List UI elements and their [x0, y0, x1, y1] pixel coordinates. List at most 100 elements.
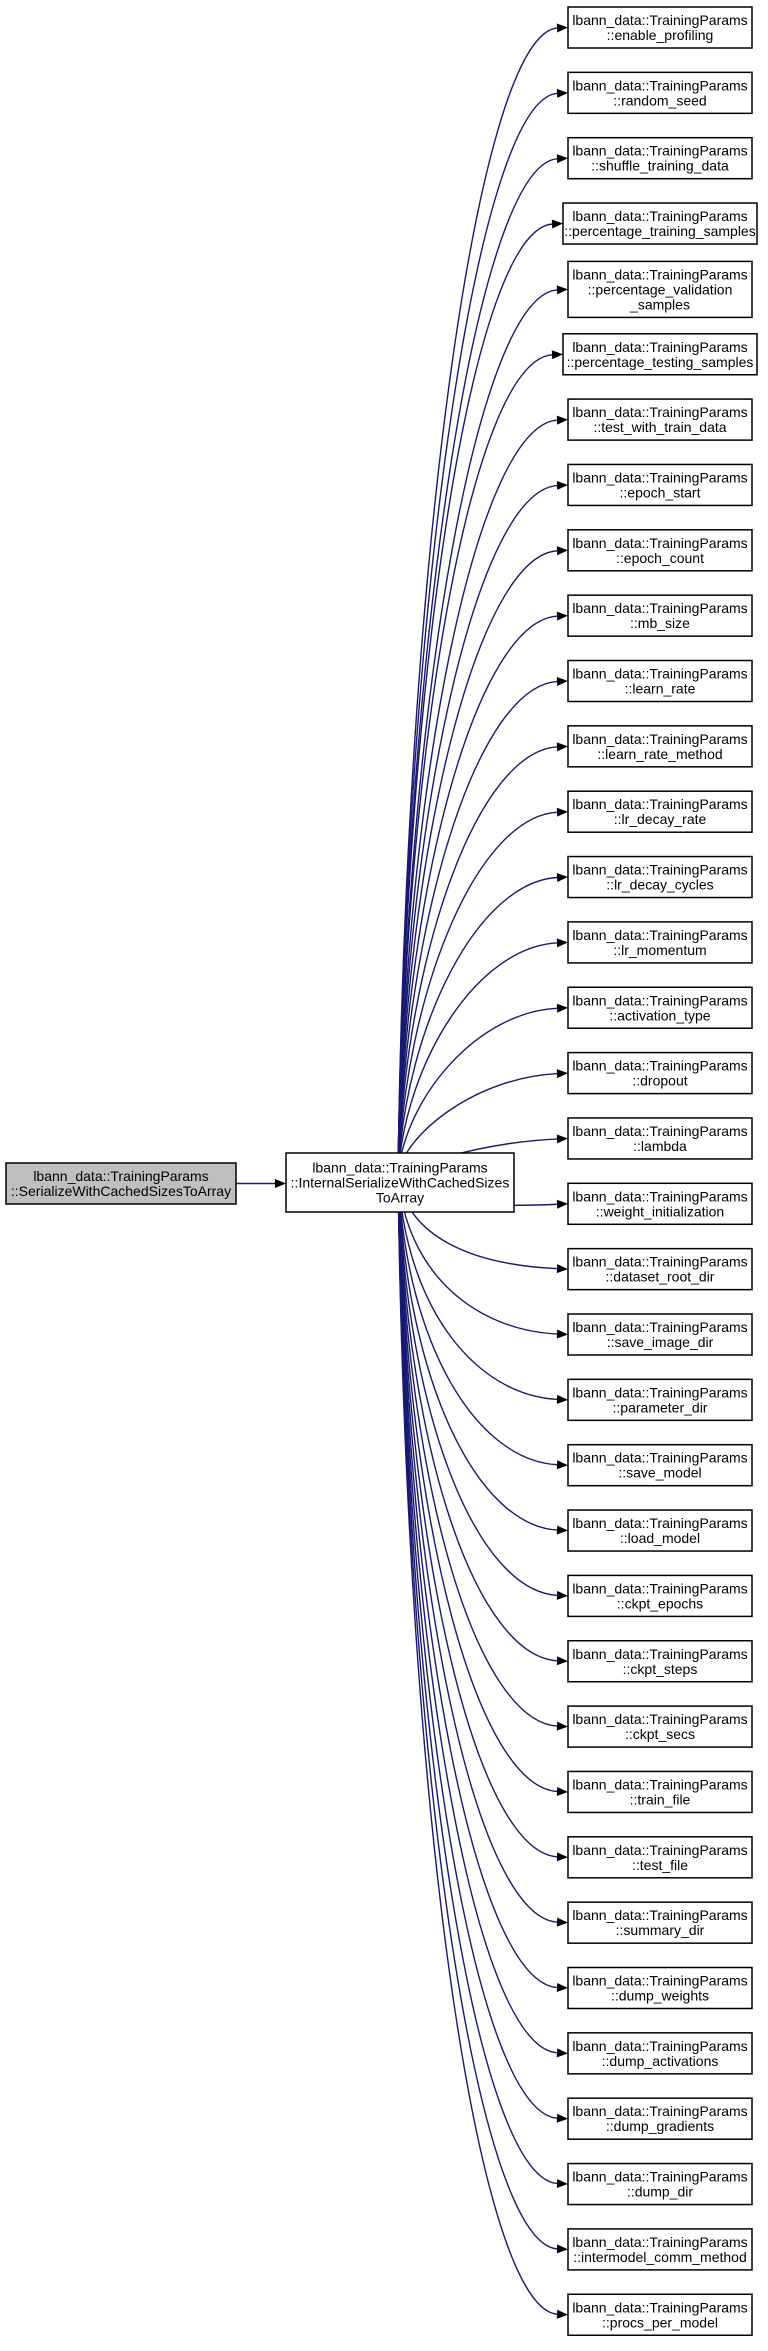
- callee-node-35[interactable]: lbann_data::TrainingParams::intermodel_c…: [567, 2228, 753, 2271]
- callee-node-27-label-line: lbann_data::TrainingParams: [572, 1711, 747, 1727]
- callee-node-12-label-line: ::learn_rate_method: [597, 746, 722, 762]
- callee-node-19[interactable]: lbann_data::TrainingParams::weight_initi…: [567, 1182, 753, 1226]
- callee-node-29-label-line: lbann_data::TrainingParams: [572, 1842, 747, 1858]
- edge-to-callee-36: [397, 1173, 559, 2316]
- edge-to-callee-16-arrowhead: [556, 1003, 568, 1013]
- callee-node-25-box: [567, 1574, 753, 1618]
- edge-to-callee-31-line: [397, 1173, 559, 1989]
- callee-node-5-label-line: _samples: [629, 296, 690, 312]
- callee-node-32[interactable]: lbann_data::TrainingParams::dump_activat…: [567, 2032, 753, 2075]
- edge-to-callee-25: [397, 1173, 559, 1597]
- callee-node-17-label-line: ::dropout: [632, 1073, 687, 1089]
- callee-node-11[interactable]: lbann_data::TrainingParams::learn_rate: [567, 659, 753, 703]
- callee-node-29[interactable]: lbann_data::TrainingParams::test_file: [567, 1836, 753, 1879]
- edge-to-callee-20-arrowhead: [556, 1264, 568, 1274]
- edge-to-callee-28-arrowhead: [556, 1786, 568, 1796]
- callee-node-18[interactable]: lbann_data::TrainingParams::lambda: [567, 1117, 753, 1160]
- function-node-internal-serialize-with-cached-sizes-to-array-label-line: ::InternalSerializeWithCachedSizes: [291, 1175, 510, 1191]
- callee-node-2-box: [567, 71, 753, 115]
- edge-to-callee-13-arrowhead: [556, 807, 568, 817]
- callee-node-6[interactable]: lbann_data::TrainingParams::percentage_t…: [562, 333, 758, 376]
- callee-node-21[interactable]: lbann_data::TrainingParams::save_image_d…: [567, 1313, 753, 1356]
- edge-to-callee-7: [397, 419, 559, 1175]
- callee-node-7[interactable]: lbann_data::TrainingParams::test_with_tr…: [567, 398, 753, 441]
- callee-node-8[interactable]: lbann_data::TrainingParams::epoch_start: [567, 463, 753, 507]
- callee-node-26[interactable]: lbann_data::TrainingParams::ckpt_steps: [567, 1640, 753, 1683]
- edge-to-callee-6-line: [397, 353, 554, 1175]
- callee-node-15-label-line: ::lr_momentum: [613, 942, 706, 958]
- callee-node-24-box: [567, 1509, 753, 1552]
- callee-node-15[interactable]: lbann_data::TrainingParams::lr_momentum: [567, 921, 753, 964]
- edge-to-callee-26-line: [397, 1173, 559, 1662]
- edge-to-callee-8-line: [397, 484, 559, 1175]
- callee-node-33-label-line: lbann_data::TrainingParams: [572, 2103, 747, 2119]
- callee-node-31-box: [567, 1966, 753, 2010]
- edge-to-callee-1-arrowhead: [556, 23, 568, 33]
- callee-node-31[interactable]: lbann_data::TrainingParams::dump_weights: [567, 1966, 753, 2010]
- callee-node-1[interactable]: lbann_data::TrainingParams::enable_profi…: [567, 6, 753, 49]
- callee-node-35-box: [567, 2228, 753, 2271]
- callee-node-7-label-line: lbann_data::TrainingParams: [572, 404, 747, 420]
- callee-node-14-box: [567, 855, 753, 899]
- edge-to-callee-12-line: [397, 746, 559, 1175]
- edge-to-callee-31-arrowhead: [556, 1983, 568, 1993]
- callee-node-4-label-line: lbann_data::TrainingParams: [572, 208, 747, 224]
- callee-node-22[interactable]: lbann_data::TrainingParams::parameter_di…: [567, 1378, 753, 1422]
- edge-to-callee-2: [397, 92, 559, 1175]
- callee-node-13-label-line: lbann_data::TrainingParams: [572, 796, 747, 812]
- callee-node-36-label-line: ::procs_per_model: [602, 2314, 718, 2330]
- callee-node-2[interactable]: lbann_data::TrainingParams::random_seed: [567, 71, 753, 115]
- edge-to-callee-24-line: [397, 1173, 559, 1531]
- edge-to-callee-9-arrowhead: [556, 546, 568, 556]
- callee-node-17[interactable]: lbann_data::TrainingParams::dropout: [567, 1051, 753, 1095]
- callee-node-14[interactable]: lbann_data::TrainingParams::lr_decay_cyc…: [567, 855, 753, 899]
- callee-node-28-label-line: ::train_file: [630, 1791, 691, 1807]
- edge-to-callee-32-line: [397, 1173, 559, 2054]
- caller-node-serialize-with-cached-sizes-to-array[interactable]: lbann_data::TrainingParams::SerializeWit…: [5, 1162, 237, 1205]
- edge-root-to-internal-arrowhead: [275, 1179, 286, 1188]
- callee-node-30[interactable]: lbann_data::TrainingParams::summary_dir: [567, 1901, 753, 1944]
- edge-to-callee-10: [397, 615, 559, 1175]
- edge-to-callee-34-line: [397, 1173, 559, 2185]
- callee-node-10[interactable]: lbann_data::TrainingParams::mb_size: [567, 594, 753, 637]
- callee-node-18-label-line: lbann_data::TrainingParams: [572, 1123, 747, 1139]
- callee-node-3[interactable]: lbann_data::TrainingParams::shuffle_trai…: [567, 136, 753, 180]
- edge-to-callee-35-arrowhead: [556, 2244, 568, 2254]
- edge-to-callee-1-line: [397, 27, 559, 1175]
- callee-node-5[interactable]: lbann_data::TrainingParams::percentage_v…: [567, 260, 753, 319]
- edge-to-callee-11-arrowhead: [556, 676, 568, 686]
- callee-node-36-box: [567, 2293, 753, 2336]
- callee-node-12[interactable]: lbann_data::TrainingParams::learn_rate_m…: [567, 725, 753, 768]
- callee-node-9[interactable]: lbann_data::TrainingParams::epoch_count: [567, 529, 753, 572]
- callee-node-6-label-line: ::percentage_testing_samples: [567, 354, 754, 370]
- callee-node-36[interactable]: lbann_data::TrainingParams::procs_per_mo…: [567, 2293, 753, 2336]
- callee-node-24[interactable]: lbann_data::TrainingParams::load_model: [567, 1509, 753, 1552]
- function-node-internal-serialize-with-cached-sizes-to-array[interactable]: lbann_data::TrainingParams::InternalSeri…: [285, 1152, 515, 1213]
- edge-to-callee-8: [397, 484, 559, 1175]
- callee-node-34-label-line: ::dump_dir: [627, 2184, 693, 2200]
- callee-node-20[interactable]: lbann_data::TrainingParams::dataset_root…: [567, 1247, 753, 1291]
- callee-node-16[interactable]: lbann_data::TrainingParams::activation_t…: [567, 986, 753, 1029]
- callee-node-27[interactable]: lbann_data::TrainingParams::ckpt_secs: [567, 1705, 753, 1748]
- callee-node-7-label-line: ::test_with_train_data: [593, 419, 726, 435]
- callee-node-13-label-line: ::lr_decay_rate: [614, 811, 707, 827]
- callee-node-28[interactable]: lbann_data::TrainingParams::train_file: [567, 1770, 753, 1814]
- callee-node-23[interactable]: lbann_data::TrainingParams::save_model: [567, 1443, 753, 1487]
- callee-node-12-label-line: lbann_data::TrainingParams: [572, 731, 747, 747]
- callee-node-25[interactable]: lbann_data::TrainingParams::ckpt_epochs: [567, 1574, 753, 1618]
- callee-node-31-label-line: lbann_data::TrainingParams: [572, 1973, 747, 1989]
- callee-node-13[interactable]: lbann_data::TrainingParams::lr_decay_rat…: [567, 790, 753, 833]
- callee-node-33[interactable]: lbann_data::TrainingParams::dump_gradien…: [567, 2097, 753, 2140]
- callee-node-26-label-line: ::ckpt_steps: [623, 1661, 698, 1677]
- callee-node-34-label-line: lbann_data::TrainingParams: [572, 2169, 747, 2185]
- callee-node-34[interactable]: lbann_data::TrainingParams::dump_dir: [567, 2162, 753, 2206]
- callee-node-25-label-line: ::ckpt_epochs: [617, 1595, 703, 1611]
- edge-to-callee-3-arrowhead: [556, 154, 568, 164]
- callee-node-15-box: [567, 921, 753, 964]
- edge-to-callee-23-line: [397, 1173, 559, 1466]
- callee-node-23-label-line: ::save_model: [618, 1465, 701, 1481]
- callee-node-1-label-line: lbann_data::TrainingParams: [572, 12, 747, 28]
- callee-node-4[interactable]: lbann_data::TrainingParams::percentage_t…: [562, 202, 758, 245]
- callee-node-27-box: [567, 1705, 753, 1748]
